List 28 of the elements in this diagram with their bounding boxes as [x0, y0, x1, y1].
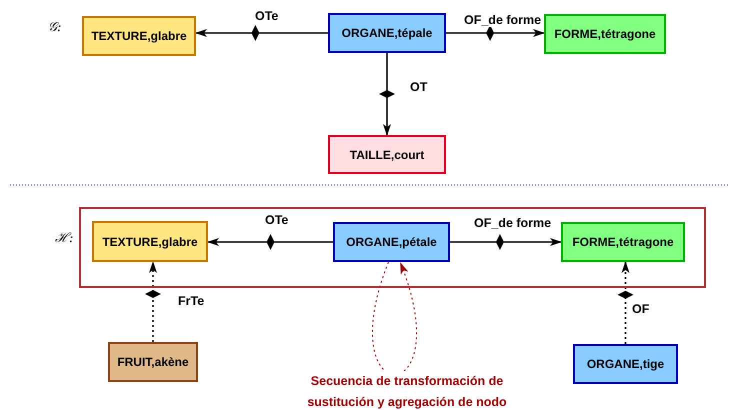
node-text: TAILLE,court: [350, 148, 424, 162]
node-text: TEXTURE,glabre: [102, 234, 198, 248]
edge-label: OF_de forme: [472, 216, 554, 230]
node-text: ORGANE,pétale: [346, 235, 437, 249]
edge-label: FrTe: [176, 294, 206, 308]
concept-box: [328, 13, 446, 53]
concept-box: [544, 14, 666, 54]
concept-box: [328, 135, 446, 174]
graph-name: ℋ:: [55, 230, 74, 246]
node-text: FRUIT,akène: [117, 355, 189, 369]
node-text: TEXTURE,glabre: [91, 29, 187, 43]
concept-box: [82, 16, 196, 56]
edge-label: OF: [630, 302, 652, 316]
concept-box: [561, 222, 685, 262]
group-frame: [79, 207, 706, 288]
concept-box: [108, 342, 198, 382]
node-text: ORGANE,tige: [586, 357, 664, 371]
node-text: ORGANE,tépale: [342, 26, 432, 40]
concept-box: [573, 344, 678, 384]
edge-label: OT: [408, 80, 430, 94]
node-text: FORME,tétragone: [572, 235, 674, 249]
graph-name: 𝒢:: [48, 20, 62, 35]
edge-label: OTe: [263, 213, 290, 227]
edge-label: OTe: [253, 9, 280, 23]
concept-box: [333, 222, 450, 262]
concept-box: [92, 221, 208, 262]
node-text: FORME,tétragone: [554, 27, 656, 41]
edge-label: OF_de forme: [462, 13, 544, 27]
